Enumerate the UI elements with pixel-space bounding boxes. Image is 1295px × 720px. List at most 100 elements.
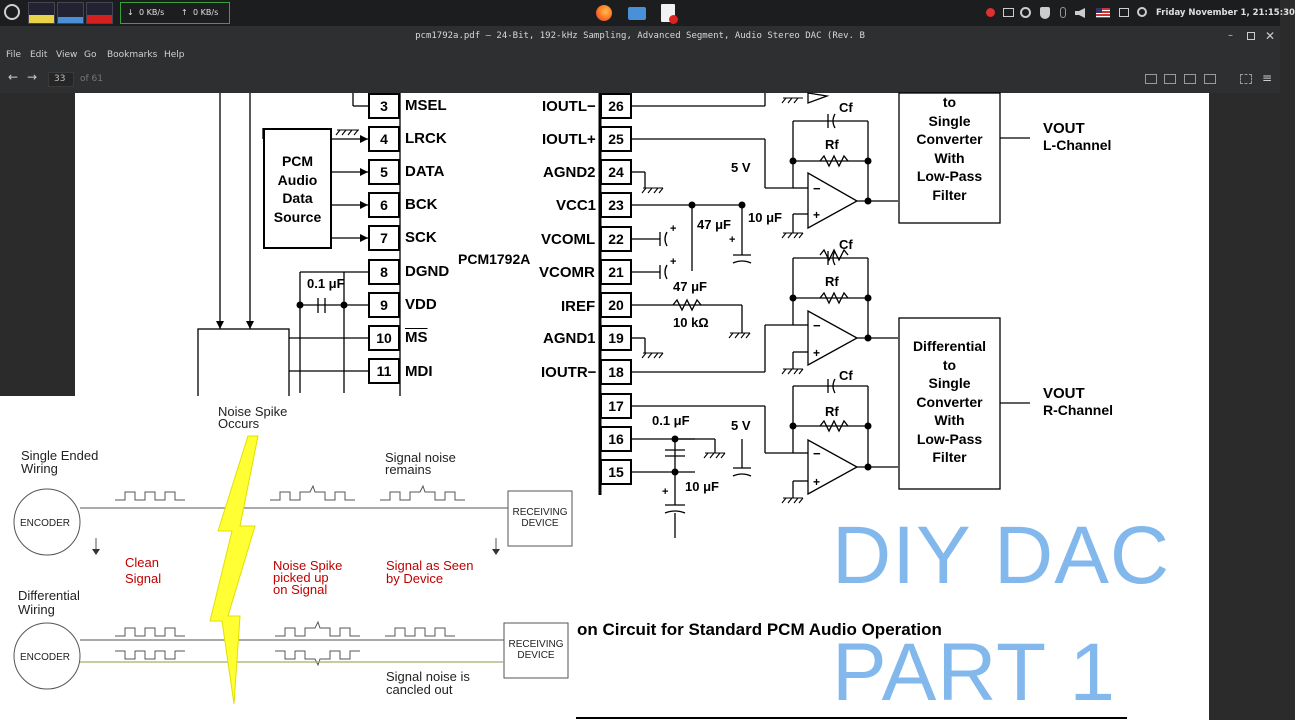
pin-17: 17 <box>600 393 632 419</box>
clean-signal-label-1: Clean <box>125 555 159 570</box>
back-arrow-icon[interactable]: ← <box>8 70 19 84</box>
pin-16: 16 <box>600 426 632 452</box>
shield-icon[interactable] <box>1040 7 1050 19</box>
pin-22: 22 <box>600 226 632 252</box>
pin-3: 3 <box>368 93 400 119</box>
pin-7: 7 <box>368 225 400 251</box>
differential-label-1: Differential <box>18 588 80 603</box>
converter-line: Single <box>928 112 971 129</box>
converter-line: With <box>934 412 965 428</box>
audio-icon[interactable] <box>1060 7 1066 18</box>
label-res-10k: 10 kΩ <box>673 315 709 330</box>
label-dgnd: DGND <box>405 263 450 280</box>
vout-r-channel: R-Channel <box>1043 402 1113 418</box>
menu-file[interactable]: File <box>6 50 22 60</box>
converter-line: Converter <box>916 131 983 147</box>
swap-graph <box>86 2 113 24</box>
pin-18: 18 <box>600 359 632 385</box>
vout-r: VOUT <box>1043 385 1085 402</box>
source-line: Audio <box>277 171 318 188</box>
label-rf-2: Rf <box>825 274 839 289</box>
fullscreen-icon[interactable] <box>1240 74 1252 84</box>
label-cap-47-a: 47 μF <box>697 217 731 232</box>
converter-line: Single <box>928 375 971 391</box>
signal-remains-label-2: remains <box>385 462 432 477</box>
label-vdd: VDD <box>405 296 437 313</box>
svg-text:+: + <box>729 234 735 246</box>
source-line: Data <box>282 190 313 206</box>
fit-page-icon[interactable] <box>1184 74 1196 84</box>
converter-line: Low-Pass <box>916 430 983 447</box>
chat-icon[interactable] <box>1119 8 1129 17</box>
fit-width-icon[interactable] <box>1204 74 1216 84</box>
label-cap-01-b: 0.1 μF <box>652 413 690 428</box>
menu-bar: File Edit View Go Bookmarks Help <box>0 46 1280 66</box>
menu-edit[interactable]: Edit <box>30 50 48 60</box>
label-ioutl-plus: IOUTL+ <box>542 131 596 148</box>
receiving-line: RECEIVING <box>512 507 568 518</box>
download-arrow-icon: ↓ <box>127 8 134 17</box>
upload-arrow-icon: ↑ <box>181 8 188 17</box>
lightning-bolt-icon <box>209 435 259 705</box>
banner-subtitle: PART 1 <box>832 627 1117 718</box>
redshift-icon[interactable] <box>986 8 995 17</box>
firefox-icon[interactable] <box>596 5 612 21</box>
label-cap-47-b: 47 μF <box>673 279 707 294</box>
converter-line: to <box>942 94 957 110</box>
label-lrck: LRCK <box>405 130 447 147</box>
single-ended-label-1: Single Ended <box>21 448 99 463</box>
close-button[interactable]: ✕ <box>1265 29 1276 43</box>
forward-arrow-icon[interactable]: → <box>27 70 38 84</box>
zoom-in-icon[interactable] <box>1164 74 1176 84</box>
files-icon[interactable] <box>628 7 646 20</box>
camera-icon[interactable] <box>1003 8 1014 17</box>
label-cf-1: Cf <box>839 100 853 115</box>
encoder-label-1: ENCODER <box>20 518 71 529</box>
single-ended-label-2: Wiring <box>21 461 58 476</box>
menu-help[interactable]: Help <box>164 50 185 60</box>
vout-l: VOUT <box>1043 120 1085 137</box>
label-rf-3: Rf <box>825 404 839 419</box>
svg-text:+: + <box>670 256 676 268</box>
differential-noise-diagram: Noise Spike Occurs Single Ended Wiring S… <box>0 396 576 720</box>
picked-up-label-2: picked up <box>273 570 329 585</box>
document-viewer-icon[interactable] <box>661 4 678 24</box>
receiving-device-1: RECEIVING DEVICE <box>510 507 570 529</box>
label-iref: IREF <box>561 298 596 315</box>
label-rf-1: Rf <box>825 137 839 152</box>
launcher-icon[interactable] <box>4 4 20 20</box>
zoom-out-icon[interactable] <box>1145 74 1157 84</box>
page-number-input[interactable]: 33 <box>48 72 74 87</box>
clock[interactable]: Friday November 1, 21:15:30 <box>1156 8 1295 18</box>
us-flag-icon[interactable] <box>1096 8 1110 18</box>
converter-line: Filter <box>932 186 967 203</box>
pin-24: 24 <box>600 159 632 185</box>
volume-icon[interactable] <box>1075 8 1085 18</box>
minimize-button[interactable]: – <box>1228 30 1233 41</box>
power-icon[interactable] <box>1137 7 1147 17</box>
pin-21: 21 <box>600 259 632 285</box>
page-total: of 61 <box>80 74 103 84</box>
menu-icon[interactable]: ≡ <box>1262 71 1273 85</box>
picked-up-label-3: on Signal <box>273 582 328 597</box>
svg-text:+: + <box>670 223 676 235</box>
taskbar: ↓ 0 KB/s ↑ 0 KB/s Friday November 1, 21:… <box>0 0 1295 26</box>
svg-text:+: + <box>813 346 820 360</box>
receiving-line: DEVICE <box>517 650 555 661</box>
noise-diagram-graphics <box>13 435 573 705</box>
right-gutter[interactable] <box>1209 93 1280 720</box>
cancelled-label-1: Signal noise is <box>386 669 470 684</box>
maximize-button[interactable] <box>1247 32 1255 40</box>
label-msel: MSEL <box>405 97 447 114</box>
menu-bookmarks[interactable]: Bookmarks <box>107 50 158 60</box>
net-up: 0 KB/s <box>193 8 219 17</box>
menu-go[interactable]: Go <box>84 50 97 60</box>
menu-view[interactable]: View <box>56 50 78 60</box>
window-titlebar: pcm1792a.pdf — 24-Bit, 192-kHz Sampling,… <box>0 26 1280 46</box>
pin-10: 10 <box>368 325 400 351</box>
picked-up-label-1: Noise Spike <box>273 558 343 573</box>
svg-text:−: − <box>813 318 821 333</box>
recording-icon[interactable] <box>1020 7 1031 18</box>
svg-text:−: − <box>813 181 821 196</box>
svg-text:−: − <box>813 446 821 461</box>
